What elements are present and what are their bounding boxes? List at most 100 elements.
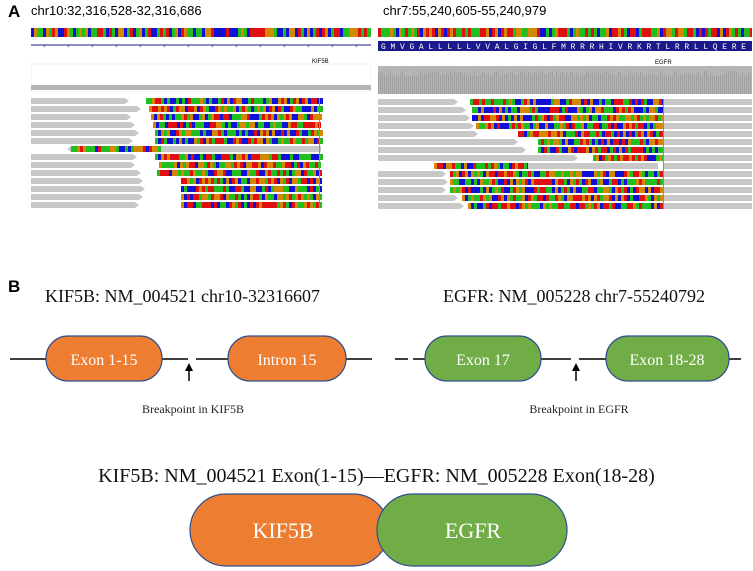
coverage-column xyxy=(450,71,451,94)
soft-clipped-base xyxy=(295,202,298,208)
soft-clipped-base xyxy=(211,114,214,120)
soft-clipped-base xyxy=(543,187,546,193)
soft-clipped-base xyxy=(200,130,203,136)
soft-clipped-base xyxy=(490,107,493,113)
aligned-read xyxy=(378,123,474,129)
coverage-column xyxy=(652,71,653,94)
soft-clipped-base xyxy=(565,115,568,121)
strand-chevron-icon: ‹ xyxy=(331,42,334,50)
soft-clipped-base xyxy=(226,202,229,208)
soft-clipped-base xyxy=(531,187,534,193)
soft-clipped-base xyxy=(530,123,533,129)
soft-clipped-base xyxy=(530,99,533,105)
soft-clipped-base xyxy=(615,187,618,193)
soft-clipped-base xyxy=(231,122,234,128)
soft-clipped-base xyxy=(173,130,176,136)
soft-clipped-base xyxy=(289,178,292,184)
coverage-column xyxy=(524,73,525,94)
soft-clipped-base xyxy=(157,170,160,176)
soft-clipped-base xyxy=(488,99,491,105)
soft-clipped-base xyxy=(229,186,232,192)
soft-clipped-base xyxy=(259,202,262,208)
soft-clipped-base xyxy=(656,99,659,105)
soft-clipped-base xyxy=(232,194,235,200)
soft-clipped-base xyxy=(269,98,272,104)
egfr-reference-base xyxy=(486,28,489,37)
soft-clipped-base xyxy=(657,187,660,193)
soft-clipped-base xyxy=(645,195,648,201)
soft-clipped-base xyxy=(317,98,320,104)
soft-clipped-base xyxy=(492,187,495,193)
soft-clipped-base xyxy=(315,122,318,128)
soft-clipped-base xyxy=(573,203,576,209)
soft-clipped-base xyxy=(592,147,595,153)
soft-clipped-base xyxy=(305,98,308,104)
soft-clipped-base xyxy=(478,115,481,121)
soft-clipped-base xyxy=(595,107,598,113)
coverage-column xyxy=(618,72,619,94)
soft-clipped-base xyxy=(281,106,284,112)
soft-clipped-base xyxy=(627,203,630,209)
soft-clipped-base xyxy=(493,115,496,121)
coverage-column xyxy=(448,74,449,94)
egfr-reference-base xyxy=(720,28,723,37)
soft-clipped-base xyxy=(253,202,256,208)
soft-clipped-base xyxy=(541,115,544,121)
egfr-breakpoint-arrow-head xyxy=(572,363,580,371)
coverage-column xyxy=(666,76,667,94)
soft-clipped-base xyxy=(565,147,568,153)
soft-clipped-base xyxy=(211,194,214,200)
soft-clipped-base xyxy=(622,107,625,113)
soft-clipped-base xyxy=(580,139,583,145)
soft-clipped-base xyxy=(627,171,630,177)
soft-clipped-base xyxy=(219,162,222,168)
kif5b-reference-base xyxy=(91,28,94,37)
soft-clipped-base xyxy=(179,154,182,160)
coverage-column xyxy=(486,74,487,94)
kif5b-reference-base xyxy=(184,28,187,37)
soft-clipped-base xyxy=(301,202,304,208)
soft-clipped-base xyxy=(320,130,323,136)
soft-clipped-base xyxy=(462,179,465,185)
soft-clipped-base xyxy=(187,186,190,192)
coverage-column xyxy=(476,76,477,94)
soft-clipped-base xyxy=(268,178,271,184)
soft-clipped-base xyxy=(629,131,632,137)
soft-clipped-base xyxy=(615,179,618,185)
soft-clipped-base xyxy=(289,202,292,208)
soft-clipped-base xyxy=(639,171,642,177)
mismatch-base xyxy=(140,146,143,152)
soft-clipped-base xyxy=(238,186,241,192)
soft-clipped-base xyxy=(646,107,649,113)
coverage-column xyxy=(664,74,665,94)
coverage-column xyxy=(502,74,503,94)
egfr-reference-base xyxy=(534,28,537,37)
soft-clipped-base xyxy=(298,186,301,192)
soft-clipped-base xyxy=(606,195,609,201)
soft-clipped-base xyxy=(307,178,310,184)
egfr-reference-base xyxy=(543,28,546,37)
soft-clipped-base xyxy=(186,122,189,128)
soft-clipped-base xyxy=(594,187,597,193)
soft-clipped-base xyxy=(594,171,597,177)
soft-clipped-base xyxy=(283,178,286,184)
kif5b-reference-base xyxy=(178,28,181,37)
soft-clipped-base xyxy=(604,139,607,145)
soft-clipped-base xyxy=(453,179,456,185)
soft-clipped-base xyxy=(646,147,649,153)
soft-clipped-base xyxy=(648,171,651,177)
egfr-reference-base xyxy=(738,28,741,37)
soft-clipped-base xyxy=(203,98,206,104)
aligned-read xyxy=(31,130,139,136)
soft-clipped-base xyxy=(151,114,154,120)
soft-clipped-base xyxy=(212,106,215,112)
soft-clipped-base xyxy=(478,107,481,113)
soft-clipped-base xyxy=(565,107,568,113)
soft-clipped-base xyxy=(181,114,184,120)
soft-clipped-base xyxy=(619,139,622,145)
soft-clipped-base xyxy=(275,98,278,104)
soft-clipped-base xyxy=(608,131,611,137)
soft-clipped-base xyxy=(577,107,580,113)
soft-clipped-base xyxy=(472,107,475,113)
soft-clipped-base xyxy=(297,162,300,168)
